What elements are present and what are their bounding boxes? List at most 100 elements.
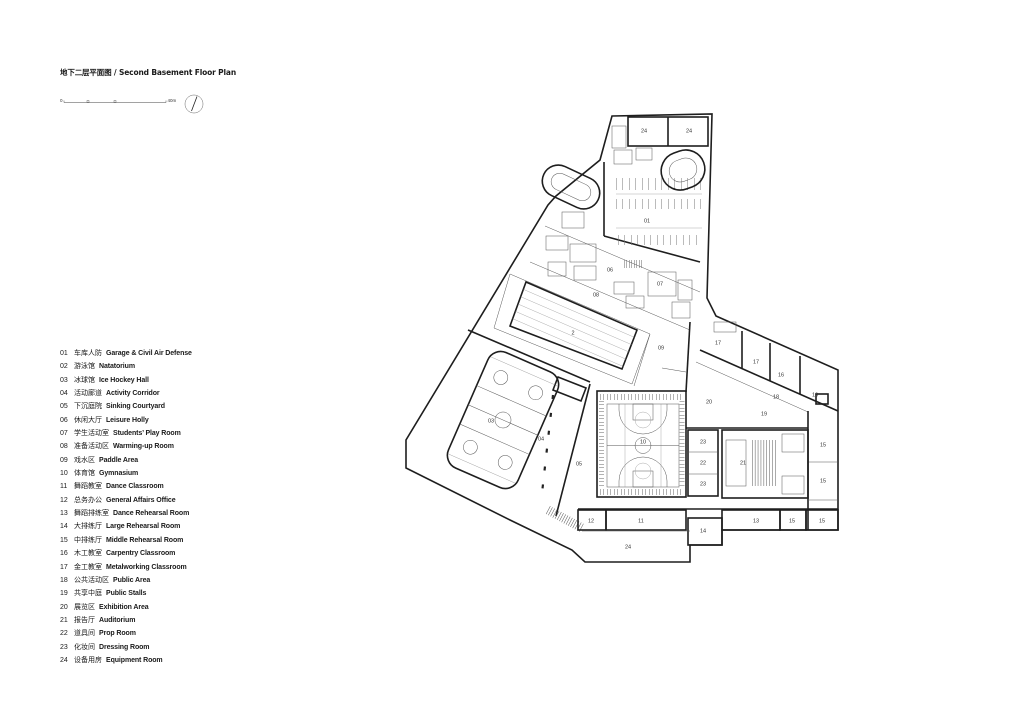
dressing-prop-rooms <box>687 429 719 497</box>
room-label: 10 <box>640 439 646 445</box>
room-label: 18 <box>773 394 779 400</box>
legend-english-name: Dance Classroom <box>106 483 164 491</box>
legend-english-name: Auditorium <box>99 616 136 624</box>
legend-chinese-name: 舞蹈教室 <box>74 482 102 491</box>
legend-english-name: Prop Room <box>99 630 136 638</box>
room-label: 16 <box>812 392 818 398</box>
room-label: 22 <box>700 460 706 466</box>
room-label: 09 <box>658 345 664 351</box>
legend-chinese-name: 车库人防 <box>74 349 102 357</box>
stair-core <box>551 375 588 403</box>
legend-chinese-name: 下沉庭院 <box>74 402 102 411</box>
dance-rehearsal-room <box>721 509 781 531</box>
ramp-left <box>541 164 601 210</box>
legend-chinese-name: 准备活动区 <box>74 442 109 451</box>
north-arrow-icon <box>184 94 204 114</box>
legend-chinese-name: 金工教室 <box>74 562 102 571</box>
room-label: 2 <box>571 330 574 336</box>
legend-english-name: Activity Corridor <box>106 390 160 398</box>
column-line <box>539 394 555 503</box>
auditorium <box>721 429 809 499</box>
scale-start-label: 0 <box>60 98 63 103</box>
legend-english-name: Leisure Holly <box>106 416 149 424</box>
legend-number: 21 <box>60 616 68 624</box>
room-label: 21 <box>740 460 746 466</box>
interior-wall <box>685 321 691 393</box>
legend-chinese-name: 休闲大厅 <box>74 415 102 424</box>
small-room <box>677 279 693 301</box>
pool-deck <box>493 273 651 385</box>
north-arrow-circle <box>184 94 204 114</box>
legend-english-name: Large Rehearsal Room <box>106 523 181 531</box>
ramp-right <box>660 149 706 191</box>
room-label: 15 <box>819 518 825 524</box>
legend-english-name: Ice Hockey Hall <box>99 376 149 384</box>
legend-number: 18 <box>60 576 68 584</box>
parking-stalls <box>616 178 702 245</box>
legend-chinese-name: 大排练厅 <box>74 522 102 531</box>
small-room <box>781 433 805 453</box>
legend-chinese-name: 体育馆 <box>74 469 95 478</box>
rink-goal-line <box>491 356 558 387</box>
legend-item: 21 报告厅 Auditorium <box>60 614 192 627</box>
legend-item: 14 大排练厅 Large Rehearsal Room <box>60 520 192 533</box>
paddle-area <box>633 321 691 393</box>
room-label: 15 <box>820 442 826 448</box>
legend-number: 09 <box>60 456 68 464</box>
legend-chinese-name: 游泳馆 <box>74 362 95 371</box>
rink-faceoff-circle <box>497 455 513 470</box>
interior-wall <box>633 333 651 387</box>
room-label: 17 <box>753 359 759 365</box>
ramp-inner <box>550 172 592 202</box>
legend-english-name: General Affairs Office <box>106 496 176 504</box>
legend-english-name: Public Stalls <box>106 590 147 598</box>
pool-lane <box>523 289 635 338</box>
legend-english-name: Students’ Play Room <box>113 430 181 438</box>
legend-chinese-name: 舞蹈排练室 <box>74 509 109 518</box>
room-label: 23 <box>700 481 706 487</box>
legend-number: 24 <box>60 656 68 664</box>
legend-english-name: Dressing Room <box>99 643 150 651</box>
legend-number: 01 <box>60 350 68 357</box>
room-label: 24 <box>686 128 692 134</box>
stair <box>545 506 585 532</box>
room-label: 15 <box>820 478 826 484</box>
small-room <box>569 243 597 263</box>
small-room <box>545 235 569 251</box>
ice-hockey-hall <box>446 329 591 532</box>
pool-lane <box>517 303 630 353</box>
legend-number: 02 <box>60 363 68 371</box>
rink-center-line <box>468 404 538 436</box>
room-label: 14 <box>700 528 706 534</box>
north-arrow-needle <box>191 96 198 112</box>
legend-number: 14 <box>60 523 68 531</box>
pool-lane <box>520 296 632 345</box>
ramp-outer <box>660 149 706 191</box>
legend-item: 11 舞蹈教室 Dance Classroom <box>60 480 192 493</box>
legend-chinese-name: 化妆间 <box>74 642 95 651</box>
legend-number: 11 <box>60 483 68 491</box>
top-wing <box>529 116 709 331</box>
rink-blue-line <box>476 385 547 417</box>
court-key <box>632 470 654 488</box>
legend-english-name: Warming-up Room <box>113 443 174 451</box>
large-rehearsal-room <box>687 517 723 546</box>
room-labels: 24 24 01 06 07 08 2 09 03 04 05 10 20 19… <box>488 128 826 550</box>
legend-english-name: Garage & Civil Air Defense <box>106 350 192 357</box>
legend-chinese-name: 报告厅 <box>74 615 95 624</box>
legend-english-name: Dance Rehearsal Room <box>113 510 190 518</box>
legend-english-name: Middle Rehearsal Room <box>106 536 184 544</box>
legend-number: 10 <box>60 470 68 478</box>
outer-wall <box>405 113 839 563</box>
auditorium-zone <box>686 411 838 530</box>
court-key <box>632 403 654 421</box>
